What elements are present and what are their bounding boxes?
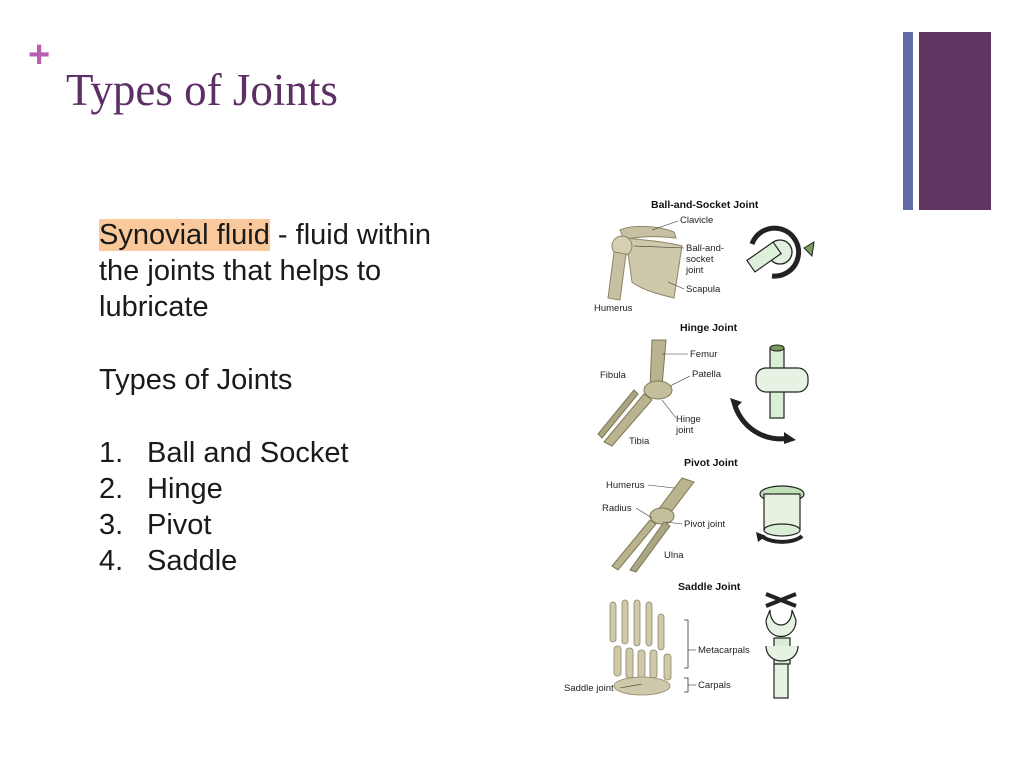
pivot-panel: Pivot Joint Humerus Radius Pivot joint U… bbox=[602, 457, 805, 573]
list-item: 1.Ball and Socket bbox=[99, 437, 349, 469]
pivot-heading: Pivot Joint bbox=[684, 457, 738, 469]
definition-text: - fluid within the joints that helps to … bbox=[99, 219, 432, 323]
hand-bones bbox=[609, 599, 672, 696]
hinge-heading: Hinge Joint bbox=[680, 322, 738, 334]
list-item: 3.Pivot bbox=[99, 509, 212, 541]
svg-text:Ulna: Ulna bbox=[664, 550, 684, 561]
svg-text:Tibia: Tibia bbox=[629, 436, 650, 447]
svg-text:Saddle joint: Saddle joint bbox=[564, 683, 614, 694]
hinge-model bbox=[730, 344, 809, 444]
svg-text:socket: socket bbox=[686, 254, 714, 265]
svg-text:Pivot joint: Pivot joint bbox=[684, 519, 726, 530]
svg-text:joint: joint bbox=[685, 265, 704, 276]
svg-text:Fibula: Fibula bbox=[600, 370, 627, 381]
plus-bullet-icon: + bbox=[28, 34, 51, 76]
saddle-panel: Saddle Joint Metacarpals Carpals Saddle … bbox=[564, 581, 799, 699]
ball-socket-model bbox=[746, 225, 815, 279]
definition-paragraph: Synovial fluid - fluid within the joints… bbox=[99, 217, 439, 325]
svg-text:Scapula: Scapula bbox=[686, 284, 721, 295]
highlighted-term: Synovial fluid bbox=[99, 219, 270, 251]
accent-bar-wide bbox=[919, 32, 991, 210]
saddle-model bbox=[765, 592, 799, 699]
saddle-heading: Saddle Joint bbox=[678, 581, 741, 593]
svg-text:joint: joint bbox=[675, 425, 694, 436]
list-item: 4.Saddle bbox=[99, 545, 238, 577]
svg-text:Metacarpals: Metacarpals bbox=[698, 645, 750, 656]
joints-illustration: Ball-and-Socket Joint Clavicle Ball-and-… bbox=[564, 199, 815, 699]
svg-text:Hinge: Hinge bbox=[676, 414, 701, 425]
accent-bar-thin bbox=[903, 32, 913, 210]
svg-text:Ball-and-: Ball-and- bbox=[686, 243, 724, 254]
hinge-panel: Hinge Joint Femur Fibula Patella Hinge j… bbox=[597, 322, 809, 447]
tibia-bone bbox=[603, 393, 653, 447]
ulna-bone bbox=[629, 521, 671, 573]
svg-text:Patella: Patella bbox=[692, 369, 722, 380]
ball-socket-heading: Ball-and-Socket Joint bbox=[651, 199, 759, 211]
list-item: 2.Hinge bbox=[99, 473, 223, 505]
list-heading: Types of Joints bbox=[99, 364, 293, 396]
svg-text:Humerus: Humerus bbox=[594, 303, 633, 314]
slide-title: Types of Joints bbox=[66, 65, 338, 115]
joint-types-list: 1.Ball and Socket 2.Hinge 3.Pivot 4.Sadd… bbox=[99, 435, 439, 579]
body-text: Synovial fluid - fluid within the joints… bbox=[99, 217, 439, 579]
svg-text:Humerus: Humerus bbox=[606, 480, 645, 491]
humerus-bone bbox=[607, 251, 627, 301]
clavicle-bone bbox=[619, 225, 677, 241]
scapula-bone bbox=[625, 237, 683, 299]
svg-text:Carpals: Carpals bbox=[698, 680, 731, 691]
svg-text:Clavicle: Clavicle bbox=[680, 215, 713, 226]
svg-text:Femur: Femur bbox=[690, 349, 717, 360]
svg-text:Radius: Radius bbox=[602, 503, 632, 514]
pivot-model bbox=[756, 485, 805, 544]
fibula-bone bbox=[597, 389, 639, 439]
radius-bone bbox=[611, 519, 657, 571]
ball-socket-panel: Ball-and-Socket Joint Clavicle Ball-and-… bbox=[594, 199, 815, 314]
